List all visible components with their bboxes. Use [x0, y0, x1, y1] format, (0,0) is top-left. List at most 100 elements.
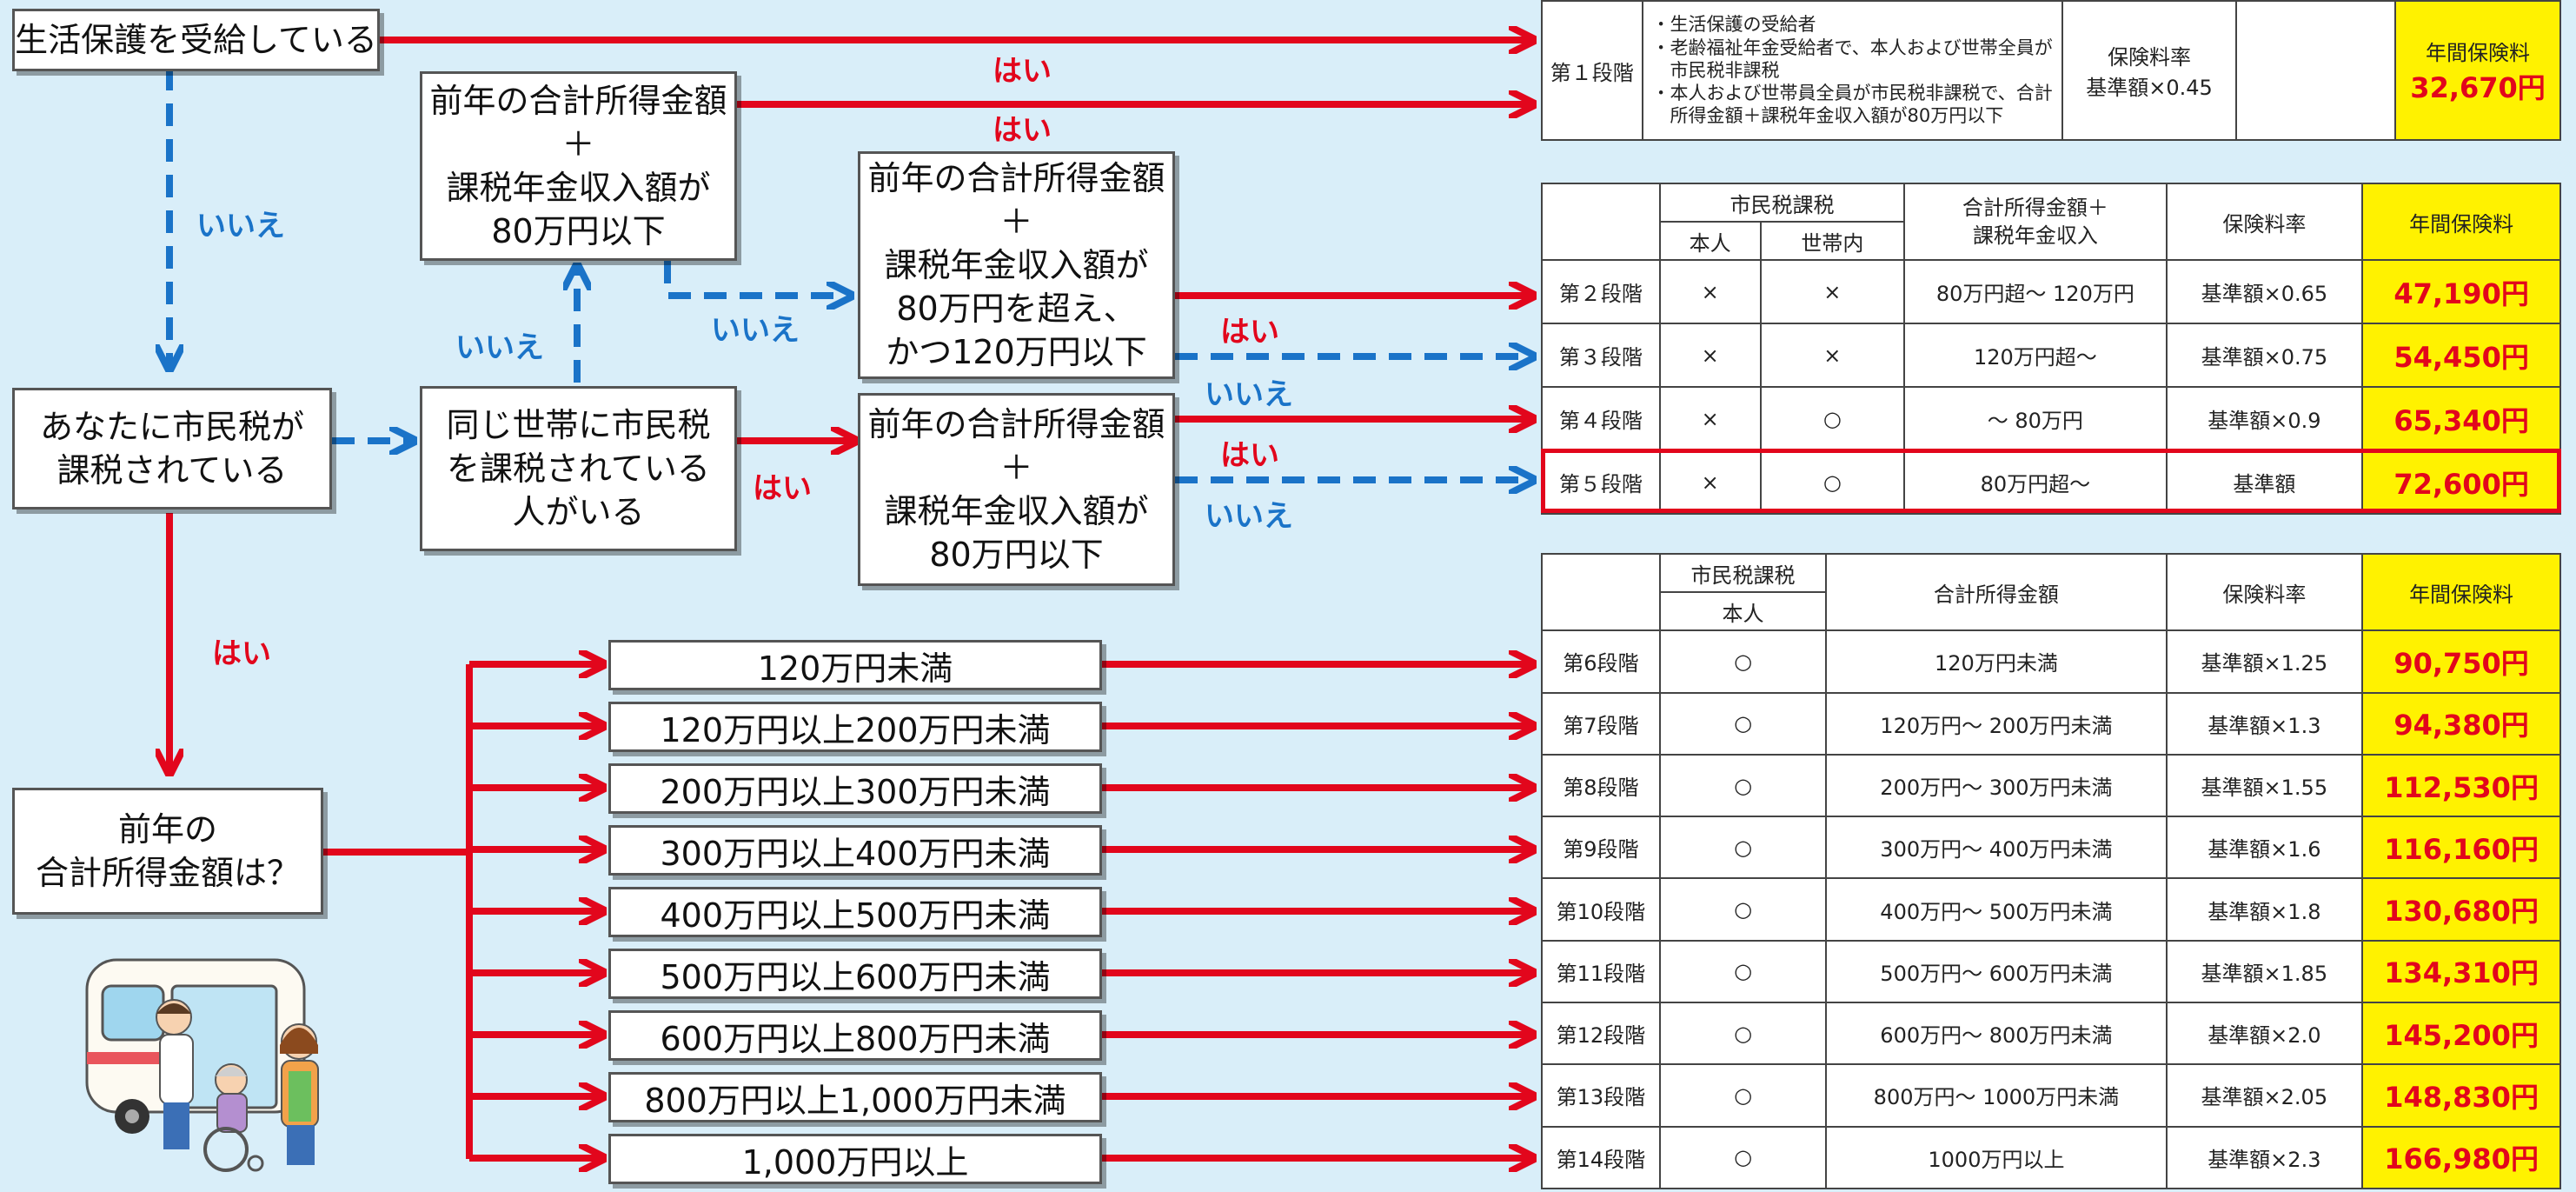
tier2-5-table: 市民税課税 合計所得金額＋ 課税年金収入 保険料率 年間保険料 本人 世帯内 第…	[1541, 183, 2561, 515]
income-bracket-label: 800万円以上1,000万円未満	[644, 1081, 1066, 1120]
fee-cell: 148,830円	[2361, 1063, 2561, 1128]
driver-body	[159, 1034, 194, 1105]
rate-cell: 基準額×1.3	[2165, 691, 2364, 756]
income-bracket: 600万円以上800万円未満	[608, 1010, 1102, 1061]
question-mid-income-text: 前年の合計所得金額 ＋ 課税年金収入額が 80万円を超え、 かつ120万円以下	[867, 158, 1165, 372]
question-total-income: 前年の 合計所得金額は？	[12, 788, 323, 915]
table-row: 第14段階 ○ 1000万円以上 基準額×2.3 166,980円	[1541, 1125, 2561, 1190]
rate-cell: 基準額×2.3	[2165, 1125, 2364, 1190]
stage-cell: 第５段階	[1541, 449, 1661, 515]
question-welfare: 生活保護を受給している	[12, 9, 380, 71]
header-self: 本人	[1658, 591, 1828, 632]
income-bracket: 500万円以上600万円未満	[608, 949, 1102, 999]
income-cell: 500万円～ 600万円未満	[1825, 939, 2168, 1004]
income-cell: 80万円超～	[1903, 449, 2168, 515]
household-cell: ○	[1759, 386, 1906, 451]
rate-cell: 基準額	[2165, 449, 2364, 515]
tier1-table: 第１段階 ・生活保護の受給者 ・老齢福祉年金受給者で、本人および世帯全員が 市民…	[1541, 0, 2561, 141]
question-welfare-text: 生活保護を受給している	[15, 20, 377, 59]
label-yes: はい	[1220, 315, 1279, 350]
stage-cell: 第２段階	[1541, 259, 1661, 324]
header-income: 合計所得金額＋ 課税年金収入	[1903, 183, 2168, 261]
income-cell: 200万円～ 300万円未満	[1825, 753, 2168, 818]
wheelchair-small-wheel	[247, 1155, 264, 1172]
tier6-14-table: 市民税課税 合計所得金額 保険料率 年間保険料 本人 第6段階 ○ 120万円未…	[1541, 552, 2561, 1190]
helper-hair	[280, 1028, 318, 1054]
income-cell: 400万円～ 500万円未満	[1825, 877, 2168, 942]
tier1-note: 所得金額＋課税年金収入額が80万円以下	[1651, 105, 2004, 127]
table-row: 第２段階 × × 80万円超～ 120万円 基準額×0.65 47,190円	[1541, 259, 2561, 324]
question-household-text: 同じ世帯に市民税 を課税されている 人がいる	[446, 405, 711, 532]
fee-cell: 134,310円	[2361, 939, 2561, 1004]
header-income: 合計所得金額	[1825, 552, 2168, 632]
fee-cell: 90,750円	[2361, 629, 2561, 694]
stage-cell: 第３段階	[1541, 323, 1661, 388]
helper-apron	[289, 1071, 311, 1122]
arrow-no-low-income	[664, 261, 847, 296]
self-cell: ×	[1658, 259, 1762, 324]
question-household-income-text: 前年の合計所得金額 ＋ 課税年金収入額が 80万円以下	[867, 404, 1165, 575]
tier1-note: ・老齢福祉年金受給者で、本人および世帯全員が	[1651, 37, 2053, 58]
question-taxed-self: あなたに市民税が 課税されている	[12, 388, 332, 509]
fee-cell: 65,340円	[2361, 386, 2561, 451]
label-no: いいえ	[1205, 377, 1293, 412]
caregiver-illustration	[85, 958, 319, 1172]
stage-cell: 第４段階	[1541, 386, 1661, 451]
label-no: いいえ	[1205, 499, 1293, 534]
rate-cell: 基準額×1.6	[2165, 816, 2364, 880]
question-low-income: 前年の合計所得金額 ＋ 課税年金収入額が 80万円以下	[420, 71, 737, 261]
income-cell: 600万円～ 800万円未満	[1825, 1002, 2168, 1066]
elder-hair	[216, 1067, 247, 1076]
self-cell: ×	[1658, 449, 1762, 515]
income-bracket-label: 500万円以上600万円未満	[660, 957, 1051, 996]
table-row: 第8段階 ○ 200万円～ 300万円未満 基準額×1.55 112,530円	[1541, 753, 2561, 818]
stage-cell: 第9段階	[1541, 816, 1661, 880]
stage-cell: 第7段階	[1541, 691, 1661, 756]
label-no: いいえ	[455, 330, 544, 365]
stage-cell: 第13段階	[1541, 1063, 1661, 1128]
table-row: 第４段階 × ○ ～ 80万円 基準額×0.9 65,340円	[1541, 386, 2561, 451]
fee-cell: 166,980円	[2361, 1125, 2561, 1190]
fee-cell: 54,450円	[2361, 323, 2561, 388]
tier1-note: ・本人および世帯員全員が市民税非課税で、合計	[1651, 83, 2053, 104]
income-cell: 120万円未満	[1825, 629, 2168, 694]
header-blank	[1541, 552, 1661, 632]
rate-cell: 基準額×1.25	[2165, 629, 2364, 694]
tier1-fee: 32,670円	[2410, 70, 2546, 104]
tier1-notes: ・生活保護の受給者 ・老齢福祉年金受給者で、本人および世帯全員が 市民税非課税 …	[1641, 0, 2063, 141]
question-mid-income: 前年の合計所得金額 ＋ 課税年金収入額が 80万円を超え、 かつ120万円以下	[858, 151, 1175, 379]
rate-cell: 基準額×1.85	[2165, 939, 2364, 1004]
stage-cell: 第11段階	[1541, 939, 1661, 1004]
question-low-income-text: 前年の合計所得金額 ＋ 課税年金収入額が 80万円以下	[429, 81, 727, 251]
tier1-stage: 第１段階	[1541, 0, 1643, 141]
self-cell: ○	[1658, 1002, 1828, 1066]
self-cell: ○	[1658, 1063, 1828, 1128]
tier1-rate: 基準額×0.45	[2086, 76, 2213, 100]
fee-cell: 94,380円	[2361, 691, 2561, 756]
header-household: 世帯内	[1759, 221, 1906, 261]
tier1-rate-label: 保険料率	[2108, 45, 2192, 70]
stage-cell: 第10段階	[1541, 877, 1661, 942]
header-fee: 年間保険料	[2361, 552, 2561, 632]
table-row: 第12段階 ○ 600万円～ 800万円未満 基準額×2.0 145,200円	[1541, 1002, 2561, 1066]
income-cell: 800万円～ 1000万円未満	[1825, 1063, 2168, 1128]
label-no: いいえ	[711, 313, 800, 348]
bus-stripe	[87, 1052, 172, 1064]
fee-cell: 47,190円	[2361, 259, 2561, 324]
table-row: 第7段階 ○ 120万円～ 200万円未満 基準額×1.3 94,380円	[1541, 691, 2561, 756]
table-row: 第13段階 ○ 800万円～ 1000万円未満 基準額×2.05 148,830…	[1541, 1063, 2561, 1128]
income-bracket: 120万円以上200万円未満	[608, 702, 1102, 752]
income-bracket-label: 400万円以上500万円未満	[660, 896, 1051, 935]
label-yes: はい	[212, 636, 271, 671]
income-cell: ～ 80万円	[1903, 386, 2168, 451]
rate-cell: 基準額×1.8	[2165, 877, 2364, 942]
income-bracket: 400万円以上500万円未満	[608, 887, 1102, 937]
fee-cell: 130,680円	[2361, 877, 2561, 942]
question-total-income-text: 前年の 合計所得金額は？	[35, 809, 300, 892]
table-row: 第10段階 ○ 400万円～ 500万円未満 基準額×1.8 130,680円	[1541, 877, 2561, 942]
table-row: 第6段階 ○ 120万円未満 基準額×1.25 90,750円	[1541, 629, 2561, 694]
tier1-note: ・生活保護の受給者	[1651, 14, 1816, 36]
income-bracket-label: 200万円以上300万円未満	[660, 772, 1051, 811]
self-cell: ○	[1658, 753, 1828, 818]
